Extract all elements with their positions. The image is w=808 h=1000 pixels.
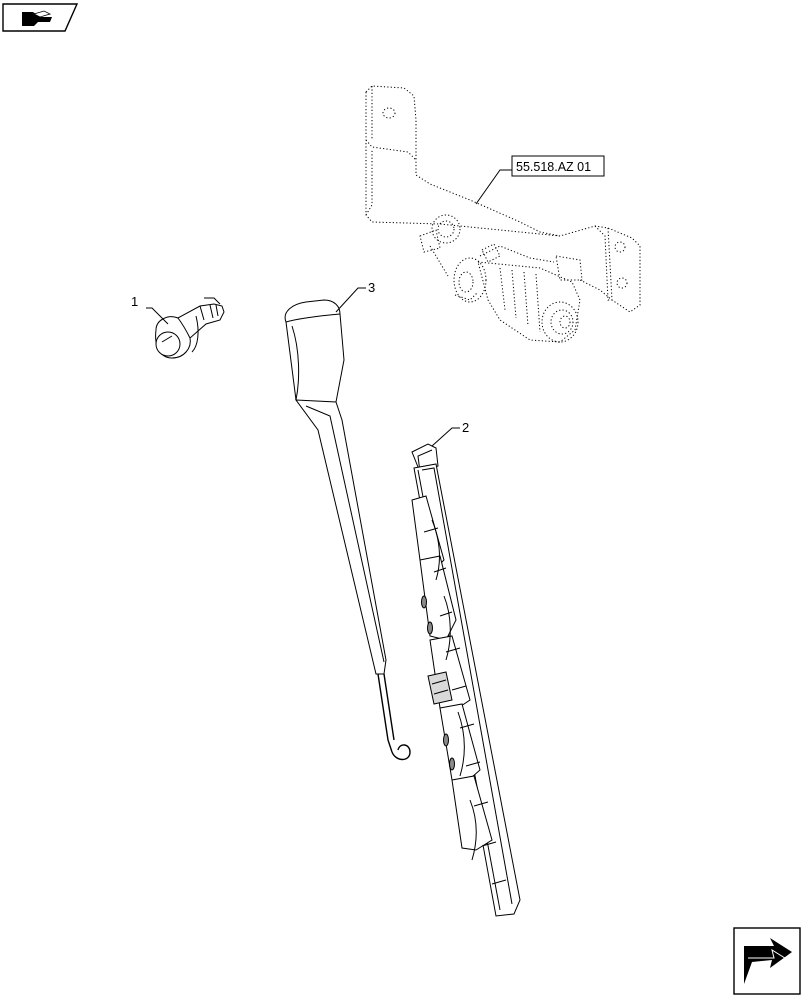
reference-leader-line xyxy=(475,169,512,205)
reference-label[interactable]: 55.518.AZ 01 xyxy=(511,155,605,177)
next-page-arrow-icon[interactable] xyxy=(733,927,801,995)
part-1-nozzle[interactable] xyxy=(155,297,225,359)
callout-3-label: 3 xyxy=(368,280,375,295)
callout-2-leader xyxy=(431,427,460,447)
part-3-wiper-arm[interactable] xyxy=(284,299,411,761)
callout-2-label: 2 xyxy=(462,420,469,435)
book-hand-icon[interactable] xyxy=(2,3,79,32)
wiper-motor-bracket-assembly xyxy=(365,85,641,343)
callout-1-leader xyxy=(146,307,169,325)
callout-1-label: 1 xyxy=(131,294,138,309)
part-2-wiper-blade[interactable] xyxy=(411,443,521,917)
reference-label-text: 55.518.AZ 01 xyxy=(516,160,591,174)
callout-3-leader xyxy=(335,287,366,313)
